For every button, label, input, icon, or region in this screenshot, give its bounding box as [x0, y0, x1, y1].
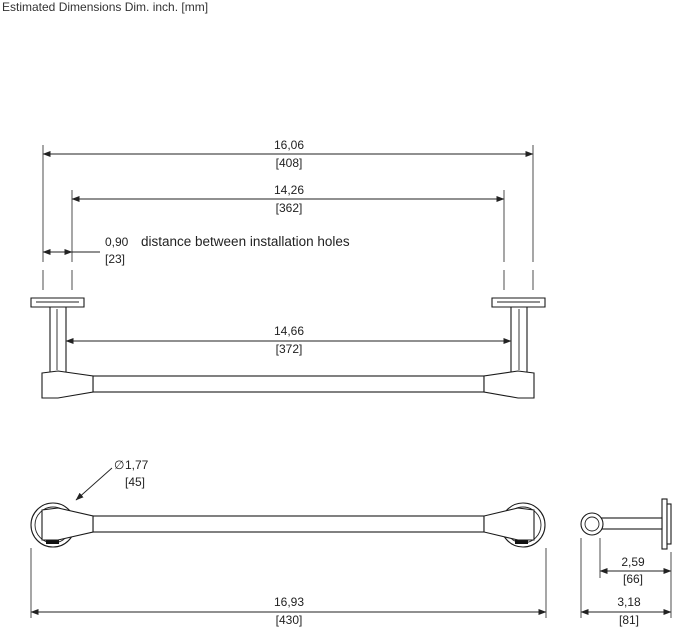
side-bar-end — [580, 512, 604, 536]
bar-projection-mm: [66] — [623, 572, 643, 586]
diameter-leader — [75, 467, 113, 501]
right-bottom-end-cap — [483, 507, 535, 541]
left-end-cap — [41, 370, 94, 399]
total-depth-inch: 3,18 — [617, 595, 641, 609]
total-depth-mm: [81] — [619, 613, 639, 627]
right-wall-flange — [491, 297, 546, 308]
total-length-inch: 16,93 — [274, 595, 304, 609]
hole-distance-inch: 14,26 — [274, 183, 304, 197]
total-length-mm: [430] — [276, 613, 303, 627]
diameter-symbol: ∅ — [114, 458, 124, 472]
left-wall-flange — [30, 297, 85, 308]
right-set-screw — [515, 540, 528, 544]
bar-length-mm: [372] — [276, 342, 303, 356]
side-arm — [599, 517, 663, 530]
side-wall-plate — [661, 498, 668, 550]
left-set-screw — [46, 540, 59, 544]
hole-offset-inch: 0,90 — [105, 235, 129, 249]
side-bar-inner — [584, 516, 600, 532]
bottom-view: ∅ 1,77 [45] 16,93 [430] — [30, 458, 547, 627]
drawing-header: Estimated Dimensions Dim. inch. [mm] — [2, 0, 208, 14]
side-wall-plate-back — [666, 503, 672, 545]
overall-width-mm: [408] — [276, 156, 303, 170]
bar-length-inch: 14,66 — [274, 324, 304, 338]
front-towel-bar — [92, 375, 485, 393]
right-end-cap — [483, 370, 535, 399]
side-view: 2,59 [66] 3,18 [81] — [580, 498, 672, 627]
hole-offset-note: distance between installation holes — [141, 234, 350, 249]
diameter-inch: 1,77 — [125, 458, 149, 472]
bottom-towel-bar — [92, 515, 485, 533]
hole-distance-mm: [362] — [276, 201, 303, 215]
left-bottom-end-cap — [41, 507, 94, 541]
front-view: 16,06 [408] 14,26 [362] 0,90 [23] distan… — [30, 138, 546, 399]
left-post — [49, 306, 67, 373]
diameter-mm: [45] — [125, 475, 145, 489]
bar-projection-inch: 2,59 — [621, 555, 645, 569]
hole-offset-mm: [23] — [105, 252, 125, 266]
overall-width-inch: 16,06 — [274, 138, 304, 152]
